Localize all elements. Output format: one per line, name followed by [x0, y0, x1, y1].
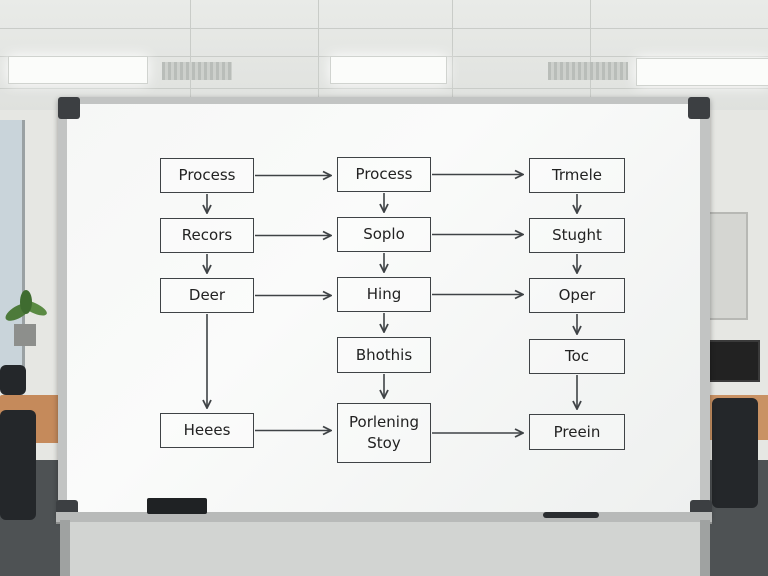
ceiling-light	[636, 58, 768, 86]
ceiling-vent	[162, 62, 232, 80]
flowchart-node-process-b: Process	[337, 157, 431, 192]
flowchart-node-stught: Stught	[529, 218, 625, 253]
office-chair	[712, 398, 758, 508]
ceiling-light	[330, 56, 447, 84]
ceiling-grid-line	[318, 0, 319, 110]
flowchart-node-deer: Deer	[160, 278, 254, 313]
flowchart-node-trmele: Trmele	[529, 158, 625, 193]
potted-plant	[5, 290, 47, 346]
flowchart-node-hing: Hing	[337, 277, 431, 312]
flowchart-node-porlening: Porlening Stoy	[337, 403, 431, 463]
whiteboard-stand-leg	[60, 520, 70, 576]
flowchart-node-bhothis: Bhothis	[337, 337, 431, 373]
board-eraser	[147, 498, 207, 514]
whiteboard-stand-panel	[68, 522, 700, 576]
flowchart-node-preein: Preein	[529, 414, 625, 450]
flowchart-node-toc: Toc	[529, 339, 625, 374]
flowchart-node-process-a: Process	[160, 158, 254, 193]
marker-pen	[543, 512, 599, 518]
ceiling-grid-line	[0, 28, 768, 29]
frame-corner	[58, 97, 80, 119]
ceiling-grid-line	[190, 0, 191, 110]
frame-corner	[688, 97, 710, 119]
whiteboard-stand-leg	[700, 520, 710, 576]
wall-board	[708, 212, 748, 320]
flowchart-node-heees: Heees	[160, 413, 254, 448]
office-chair	[0, 410, 36, 520]
flowchart-node-recors: Recors	[160, 218, 254, 253]
whiteboard-surface	[67, 104, 700, 512]
office-chair	[0, 365, 26, 395]
ceiling-grid-line	[452, 0, 453, 110]
ceiling-light	[8, 56, 148, 84]
ceiling-grid-line	[0, 88, 768, 89]
flowchart-node-soplo: Soplo	[337, 217, 431, 252]
ceiling-grid-line	[590, 0, 591, 110]
flowchart-node-oper: Oper	[529, 278, 625, 313]
ceiling-vent	[548, 62, 628, 80]
ceiling	[0, 0, 768, 110]
